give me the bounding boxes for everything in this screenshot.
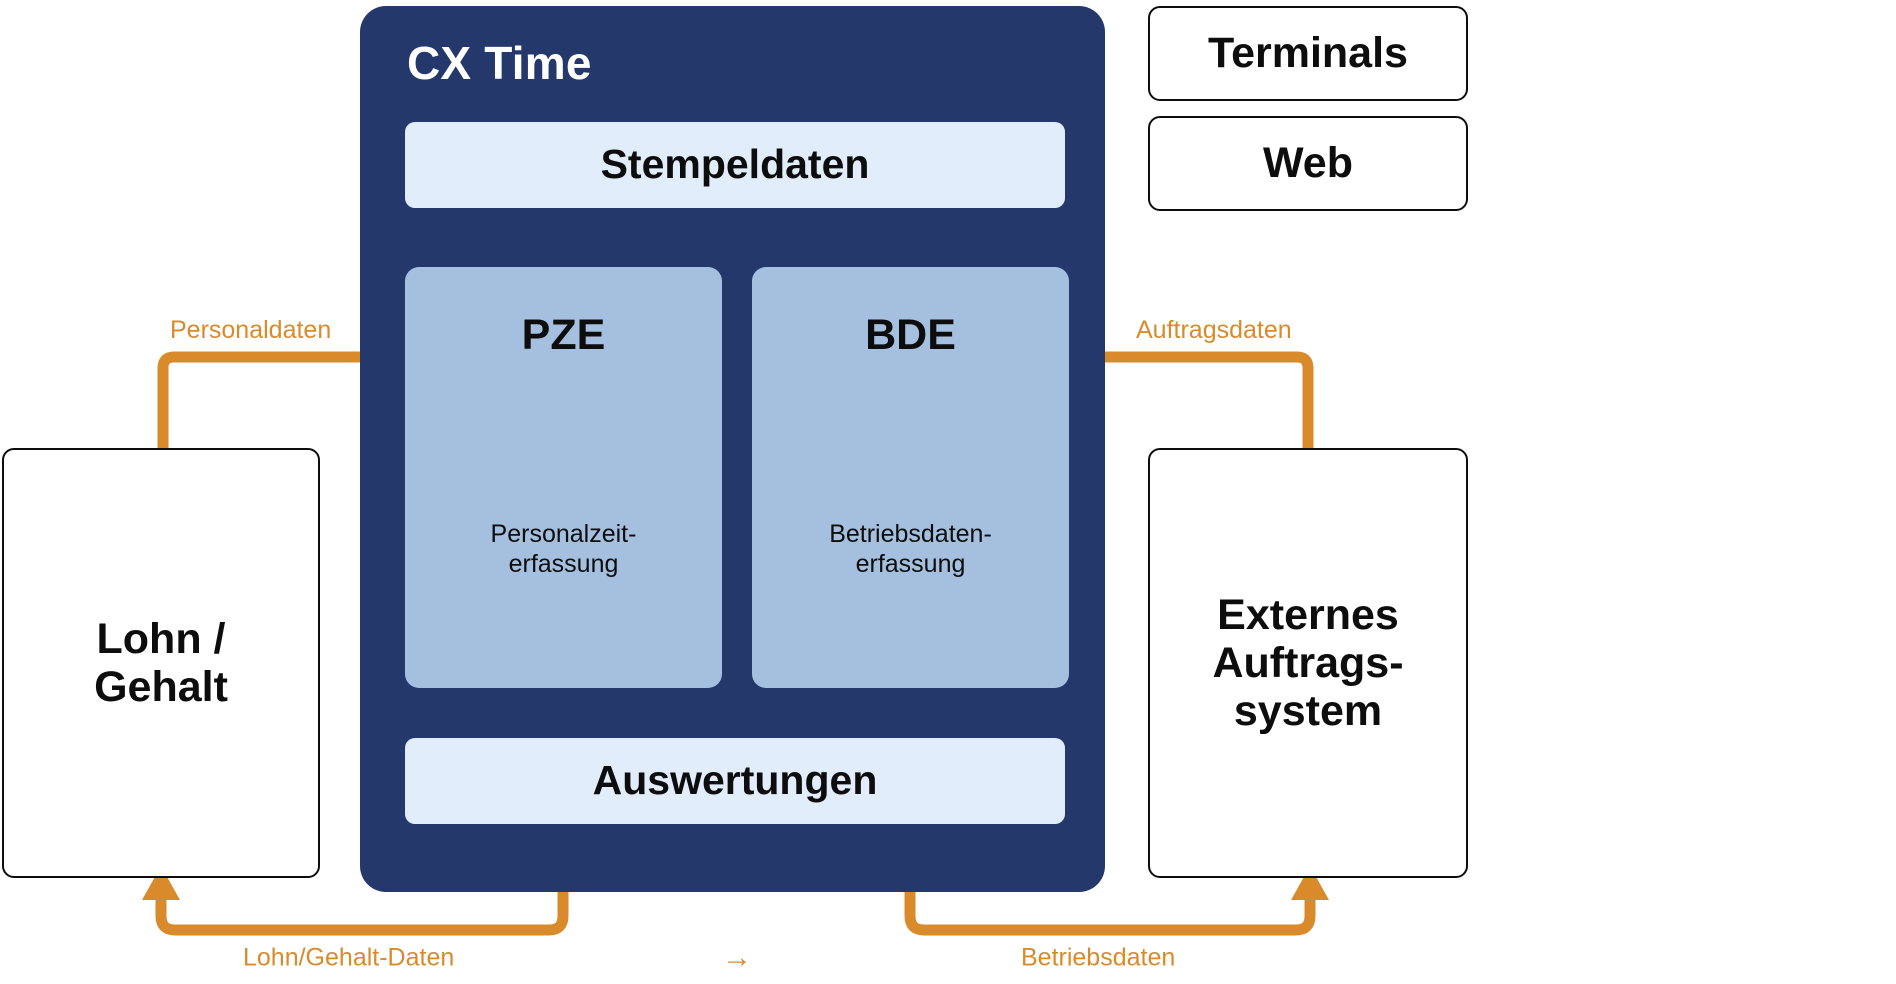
- terminals-label: Terminals: [1208, 29, 1408, 78]
- bde-subtitle-line2: erfassung: [855, 550, 966, 578]
- bde-module-box[interactable]: BDE Betriebsdaten- erfassung: [752, 267, 1069, 688]
- cx-time-title: CX Time: [407, 37, 592, 89]
- auftragssystem-line3: system: [1233, 687, 1383, 736]
- auftragssystem-line2: Auftrags-: [1212, 638, 1404, 687]
- bde-subtitle-line1: Betriebsdaten-: [829, 520, 992, 548]
- bde-title: BDE: [865, 311, 956, 359]
- auswertungen-label: Auswertungen: [592, 757, 878, 804]
- bde-subtitle: Betriebsdaten- erfassung: [752, 519, 1069, 579]
- pze-title: PZE: [521, 311, 606, 359]
- flow-label-auftragsdaten: Auftragsdaten: [1136, 316, 1292, 344]
- lohn-gehalt-label: Lohn / Gehalt: [94, 615, 228, 711]
- pze-subtitle-line1: Personalzeit-: [490, 520, 637, 548]
- pze-module-box[interactable]: PZE Personalzeit- erfassung: [405, 267, 722, 688]
- flow-label-personaldaten: Personaldaten: [170, 316, 332, 344]
- stempeldaten-box[interactable]: Stempeldaten: [405, 122, 1065, 208]
- lohn-gehalt-line1: Lohn /: [96, 614, 226, 663]
- web-box[interactable]: Web: [1148, 116, 1468, 211]
- flow-label-lohn-gehalt-daten: Lohn/Gehalt-Daten: [243, 943, 455, 972]
- lohn-gehalt-box[interactable]: Lohn / Gehalt: [2, 448, 320, 878]
- stempeldaten-label: Stempeldaten: [600, 141, 870, 188]
- pze-subtitle: Personalzeit- erfassung: [405, 519, 722, 579]
- auftragssystem-line1: Externes: [1217, 590, 1399, 639]
- externes-auftragssystem-label: Externes Auftrags- system: [1212, 591, 1403, 735]
- flow-label-betriebsdaten: Betriebsdaten: [1021, 943, 1176, 972]
- terminals-box[interactable]: Terminals: [1148, 6, 1468, 101]
- auswertungen-box[interactable]: Auswertungen: [405, 738, 1065, 824]
- web-label: Web: [1263, 139, 1353, 188]
- lohn-gehalt-line2: Gehalt: [94, 663, 228, 711]
- externes-auftragssystem-box[interactable]: Externes Auftrags- system: [1148, 448, 1468, 878]
- right-arrow-icon: →: [722, 941, 752, 974]
- pze-subtitle-line2: erfassung: [508, 550, 619, 578]
